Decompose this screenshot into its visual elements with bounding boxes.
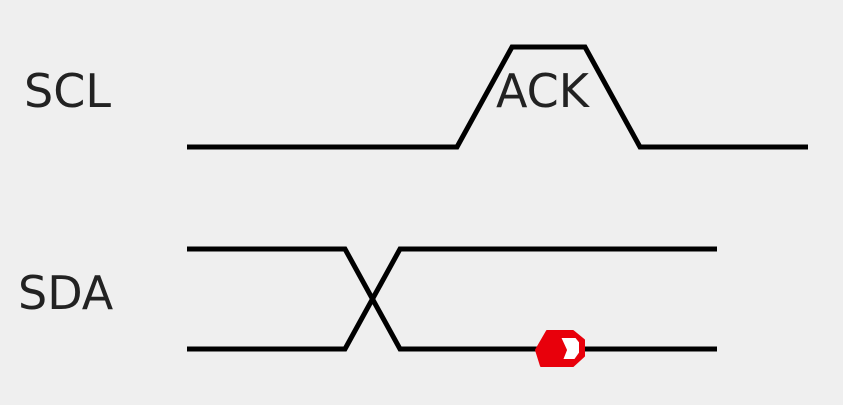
red-cursor-marker-icon: [535, 330, 585, 367]
sda-signal-label: SDA: [18, 266, 114, 320]
scl-waveform: [187, 44, 808, 150]
sda-waveform-lower: [187, 246, 717, 352]
scl-signal-label: SCL: [24, 64, 111, 118]
sda-waveform-upper: [187, 246, 717, 352]
ack-annotation-label: ACK: [496, 64, 589, 118]
